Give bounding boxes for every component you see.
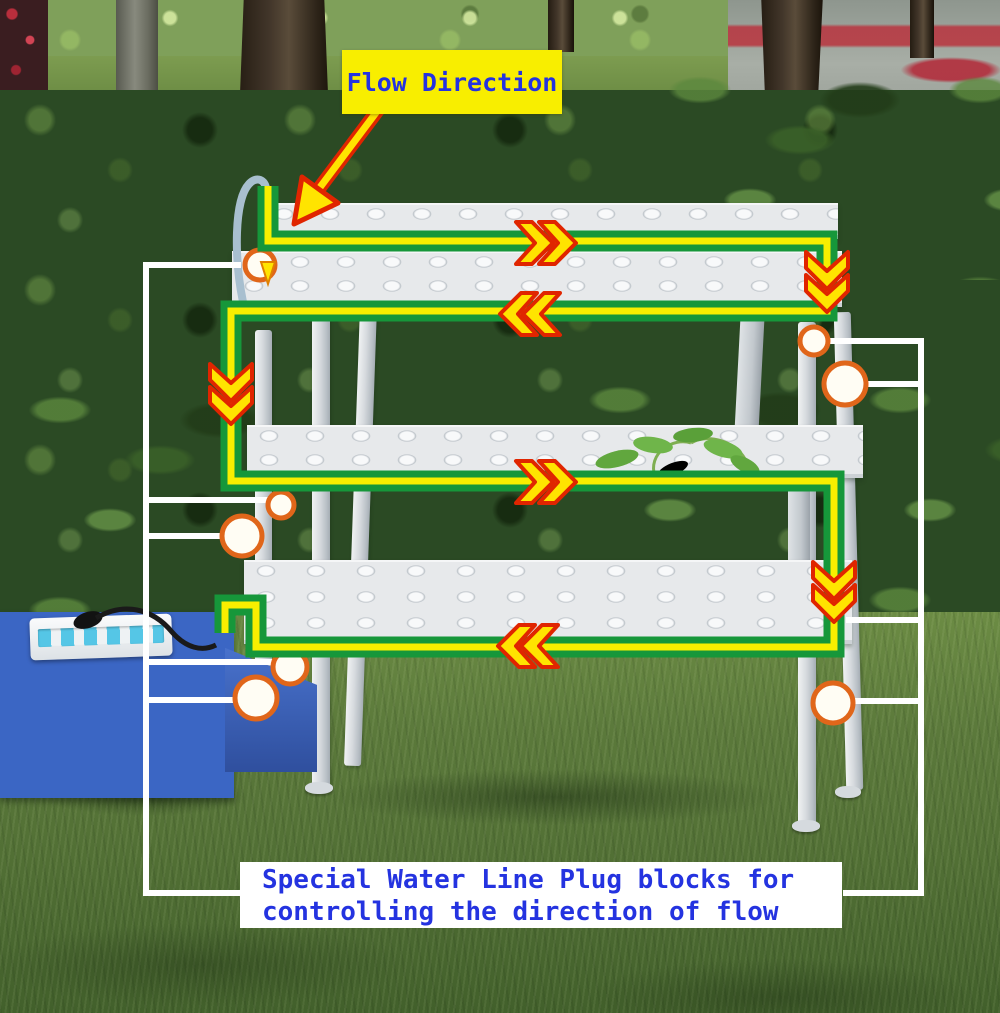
- rack-shadow: [240, 758, 870, 836]
- flow-chevron-down: [811, 560, 857, 624]
- plug-marker: [219, 513, 265, 559]
- mini-down-arrow: [259, 261, 277, 288]
- seedling: [595, 427, 760, 478]
- plug-marker: [232, 674, 280, 722]
- plug-marker: [821, 360, 869, 408]
- leg-foot-right: [792, 820, 820, 832]
- caption-line-1: Special Water Line Plug blocks for: [262, 865, 795, 895]
- caption-box: Special Water Line Plug blocks for contr…: [240, 862, 842, 928]
- flow-chevron-down: [804, 250, 850, 314]
- flow-chevron-down: [208, 362, 254, 426]
- red-flowers-corner: [0, 0, 48, 95]
- bracket-lines: [143, 262, 924, 896]
- flow-chevron-left: [498, 291, 562, 337]
- drain-pipe-right-lower: [788, 468, 810, 568]
- caption-line-2: controlling the direction of flow: [262, 897, 779, 927]
- leg-foot-rear-right: [835, 786, 861, 798]
- plug-marker: [265, 489, 297, 521]
- pointer-arrow: [259, 103, 385, 288]
- bracket-line: [143, 262, 241, 896]
- flow-chevron-right: [514, 220, 578, 266]
- pointer-shaft: [314, 106, 382, 194]
- flow-chevron-left: [496, 623, 560, 669]
- rack-leg-front-left: [312, 300, 330, 788]
- tree-trunk-far-right: [910, 0, 934, 58]
- pointer-arrowhead: [291, 174, 341, 227]
- flow-direction-label: Flow Direction: [342, 50, 562, 114]
- leg-foot-left: [305, 782, 333, 794]
- plug-marker: [810, 680, 856, 726]
- flow-arrows: [208, 220, 857, 669]
- tree-trunk-middle: [548, 0, 574, 52]
- power-cable: [94, 606, 218, 651]
- flow-chevron-right: [514, 459, 578, 505]
- power-plug: [73, 611, 103, 629]
- plug-marker: [797, 324, 831, 358]
